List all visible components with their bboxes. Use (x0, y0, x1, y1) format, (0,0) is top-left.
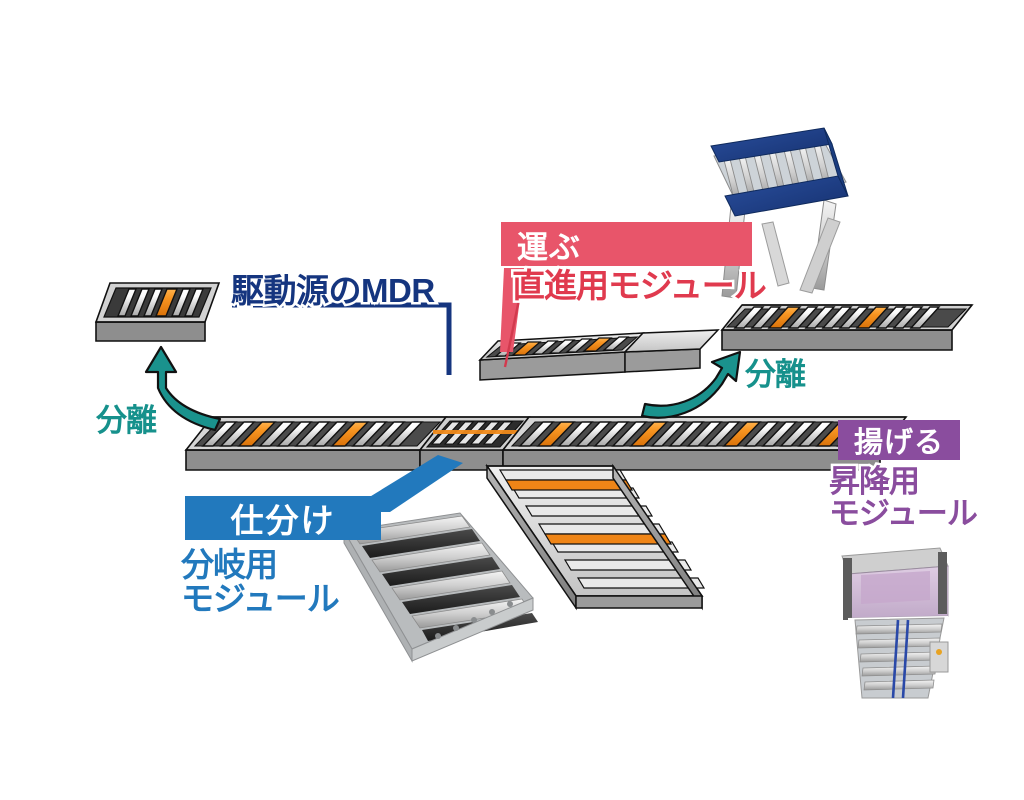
separate-arrow-right (640, 350, 742, 419)
separate-arrow-left (144, 345, 222, 432)
branch-down-module (485, 463, 706, 611)
lift-subtitle: 昇降用 モジュール (827, 463, 981, 533)
carry-banner: 運ぶ (501, 222, 752, 266)
detached-left-module (94, 282, 221, 342)
branch-module-photo (343, 512, 538, 663)
sort-subtitle-line2: モジュール (179, 579, 343, 619)
main-conveyor-line (184, 416, 908, 471)
separate-label-right: 分離 (743, 356, 808, 393)
carry-leader-line (500, 268, 524, 368)
detached-right-module (720, 304, 974, 351)
lift-subtitle-line2: モジュール (827, 495, 981, 533)
sort-subtitle-line1: 分岐用 (179, 545, 281, 585)
sort-subtitle: 分岐用 モジュール (179, 545, 343, 619)
lift-subtitle-line1: 昇降用 (827, 463, 923, 501)
branch-up-module (478, 329, 720, 381)
lift-module-photo (833, 538, 949, 699)
mdr-leader-line (232, 302, 452, 375)
lift-banner: 揚げる (838, 420, 960, 460)
sort-banner: 仕分け (185, 496, 381, 540)
mdr-callout-label: 駆動源のMDR (229, 271, 438, 311)
separate-label-left: 分離 (94, 402, 159, 439)
carry-subtitle: 直進用モジュール (510, 266, 770, 306)
